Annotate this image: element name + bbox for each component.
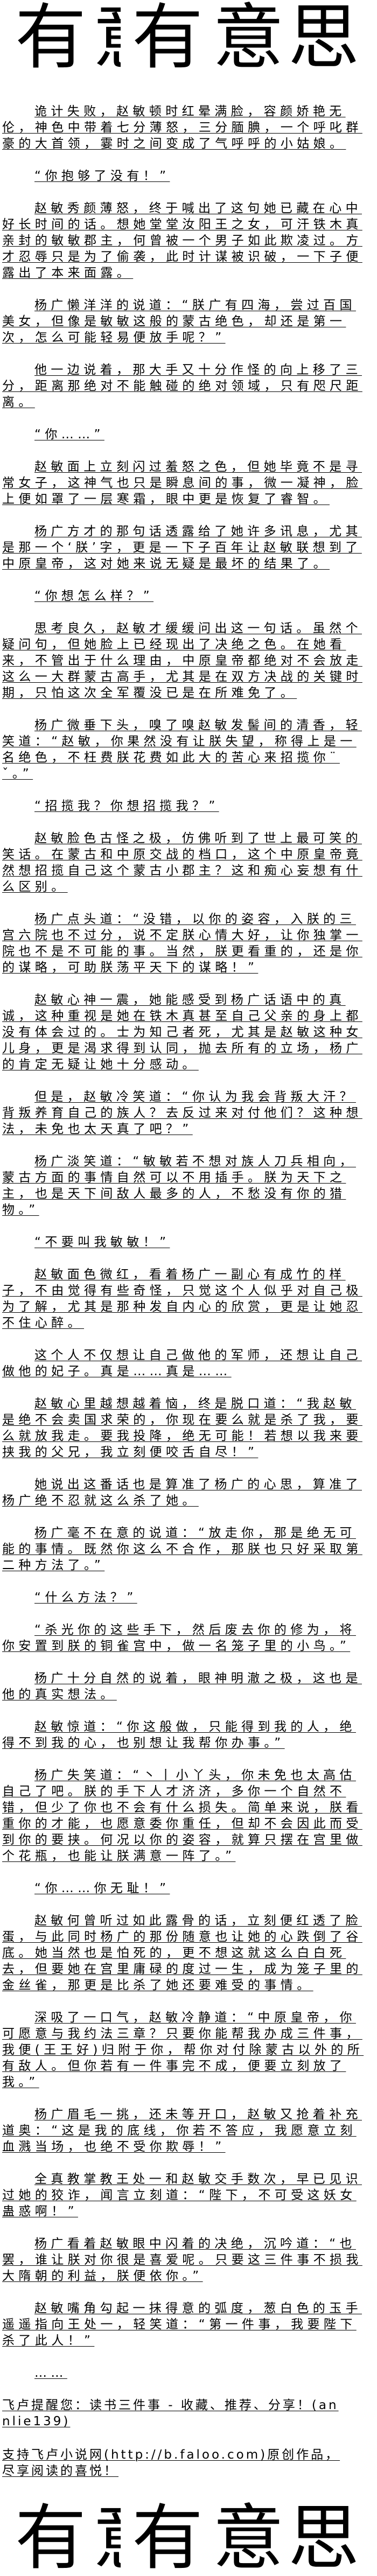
reading-reminder: 飞卢提醒您：读书三件事 - 收藏、推荐、分享！(annlie139) (2, 2398, 339, 2428)
story-paragraph: 赵敏秀颜薄怒，终于喊出了这句她已藏在心中好长时间的话。想她堂堂汝阳王之女，可汗铁… (2, 201, 362, 280)
story-paragraph: 赵敏心神一震，她能感受到杨广话语中的真诚，这种重视是她在铁木真甚至自己父亲的身上… (2, 993, 362, 1072)
story-paragraph: 她说出这番话也是算准了杨广的心思，算准了杨广绝不忍就这么杀了她。 (2, 1478, 362, 1508)
story-paragraph: 思考良久，赵敏才缓缓问出这一句话。虽然个疑问句，但她脸上已经现出了决绝之色。在她… (2, 621, 362, 700)
site-footer-notes: 飞卢提醒您：读书三件事 - 收藏、推荐、分享！(annlie139) 支持飞卢小… (2, 2397, 366, 2479)
story-paragraph: 深吸了一口气，赵敏冷静道：“中原皇帝，你可愿意与我约法三章？只要你能帮我办成三件… (2, 2011, 364, 2089)
banner-char: 有 (15, 2501, 86, 2576)
story-paragraph: 全真教掌教王处一和赵敏交手数次，早已见识过她的狡诈，闻言立刻道：“陛下，不可受这… (2, 2172, 362, 2218)
story-paragraph: …… (34, 2366, 67, 2380)
story-paragraph: 杨广十分自然的说着，眼神明澈之极，这也是他的真实想法。 (2, 1671, 362, 1702)
support-faloo-notice[interactable]: 支持飞卢小说网(http://b.faloo.com)原创作品，尽享阅读的喜悦！ (2, 2448, 340, 2478)
story-paragraph: 杨广懒洋洋的说道：“朕广有四海，尝过百国美女，但像是敏敏这般的蒙古绝色，却还是第… (2, 298, 356, 345)
story-paragraph: 杨广眉毛一挑，还未等开口，赵敏又抢着补充道奥：“这是我的底线，你若不答应，我愿意… (2, 2108, 362, 2154)
banner-char: 思 (288, 0, 359, 75)
site-banner-top: 有 意 有 意 思 (0, 0, 377, 75)
story-paragraph: “你……你无耻！” (34, 1881, 170, 1895)
story-paragraph: 赵敏心里越想越着恼，终是脱口道：“我赵敏是绝不会卖国求荣的，你现在要么就是杀了我… (2, 1397, 362, 1459)
banner-char: 有 (15, 0, 86, 75)
site-banner-bottom: 有 意 有 意 思 (0, 2501, 377, 2576)
story-paragraph: “招揽我？你想招揽我？” (34, 799, 219, 813)
story-paragraph: 赵敏嘴角勾起一抹得意的弧度，葱白色的玉手遥遥指向王处一，轻笑道：“第一件事，我要… (2, 2301, 362, 2348)
story-paragraph: “你……” (34, 428, 104, 442)
banner-char: 有 (132, 2501, 203, 2576)
banner-char: 意 (213, 0, 284, 75)
story-paragraph: 杨广毫不在意的说道：“放走你，那是绝无可能的事情。既然你这么不合作，那朕也只好采… (2, 1526, 362, 1572)
story-paragraph: “杀光你的这些手下，然后废去你的修为，将你安置到朕的铜雀宫中，做一名笼子里的小鸟… (2, 1623, 356, 1653)
story-paragraph: 赵敏面上立刻闪过羞怒之色，但她毕竟不是寻常女子，这神气也只是瞬息间的事，微一凝神… (2, 460, 362, 506)
story-paragraph: 杨广微垂下头，嗅了嗅赵敏发髻间的清香，轻笑道：“赵敏，你果然没有让朕失望，称得上… (2, 718, 362, 781)
banner-char: 思 (288, 2501, 359, 2576)
banner-char-clipped: 意 (93, 2501, 121, 2576)
story-paragraph: “你抱够了没有！” (34, 169, 170, 183)
story-paragraph: 但是，赵敏冷笑道：“你认为我会背叛大汗？背叛养育自己的族人？去反过来对付他们？这… (2, 1090, 362, 1136)
story-paragraph: 赵敏脸色古怪之极，仿佛听到了世上最可笑的笑话。在蒙古和中原交战的档口，这个中原皇… (2, 831, 362, 894)
banner-char-clipped: 意 (93, 0, 121, 75)
story-paragraph: 杨广淡笑道：“敏敏若不想对族人刀兵相向，蒙古方面的事情自然可以不用插手。朕为天下… (2, 1154, 356, 1217)
banner-char: 意 (213, 2501, 284, 2576)
story-paragraph: 杨广失笑道：“丶丨小丫头，你未免也太高估自己了吧。朕的手下人才济济，多你一个自然… (2, 1768, 362, 1863)
chapter-body: 诡计失败，赵敏顿时红晕满脸，容颜娇艳无伦，神色中带着七分薄怒，三分腼腆，一个呼叱… (2, 103, 366, 2576)
story-paragraph: “不要叫我敏敏！” (34, 1235, 170, 1249)
story-paragraph: 杨广看着赵敏眼中闪着的决绝，沉吟道：“也罢，谁让朕对你很是喜爱呢。只要这三件事不… (2, 2237, 362, 2283)
story-paragraph: 杨广点头道：“没错，以你的姿容，入朕的三宫六院也不过分，说不定朕心情大好，让你独… (2, 912, 362, 975)
story-paragraph: 赵敏何曾听过如此露骨的话，立刻便红透了脸蛋，与此同时杨广的那份随意也让她的心跌倒… (2, 1914, 362, 1992)
story-paragraph: 赵敏惊道：“你这般做，只能得到我的人，绝得不到我的心，也别想让我帮你办事。” (2, 1720, 356, 1750)
banner-char: 有 (132, 0, 203, 75)
story-paragraph: “什么方法？” (34, 1591, 137, 1605)
story-paragraph: 赵敏面色微红，看着杨广一副心有成竹的样子，不由觉得有些奇怪，只觉这个人似乎对自己… (2, 1268, 362, 1330)
story-paragraph: “你想怎么样？” (34, 589, 154, 603)
story-paragraph: 诡计失败，赵敏顿时红晕满脸，容颜娇艳无伦，神色中带着七分薄怒，三分腼腆，一个呼叱… (2, 104, 362, 151)
story-paragraph: 这个人不仅想让自己做他的军师，还想让自己做他的妃子。真是……真是…… (2, 1348, 362, 1378)
story-paragraph: 杨广方才的那句话透露给了她许多讯息，尤其是那一个‘朕’字，更是一下子百年让赵敏联… (2, 524, 362, 571)
story-paragraph: 他一边说着，那大手又十分作怪的向上移了三分，距离那绝对不能触碰的绝对领域，只有咫… (2, 363, 362, 409)
